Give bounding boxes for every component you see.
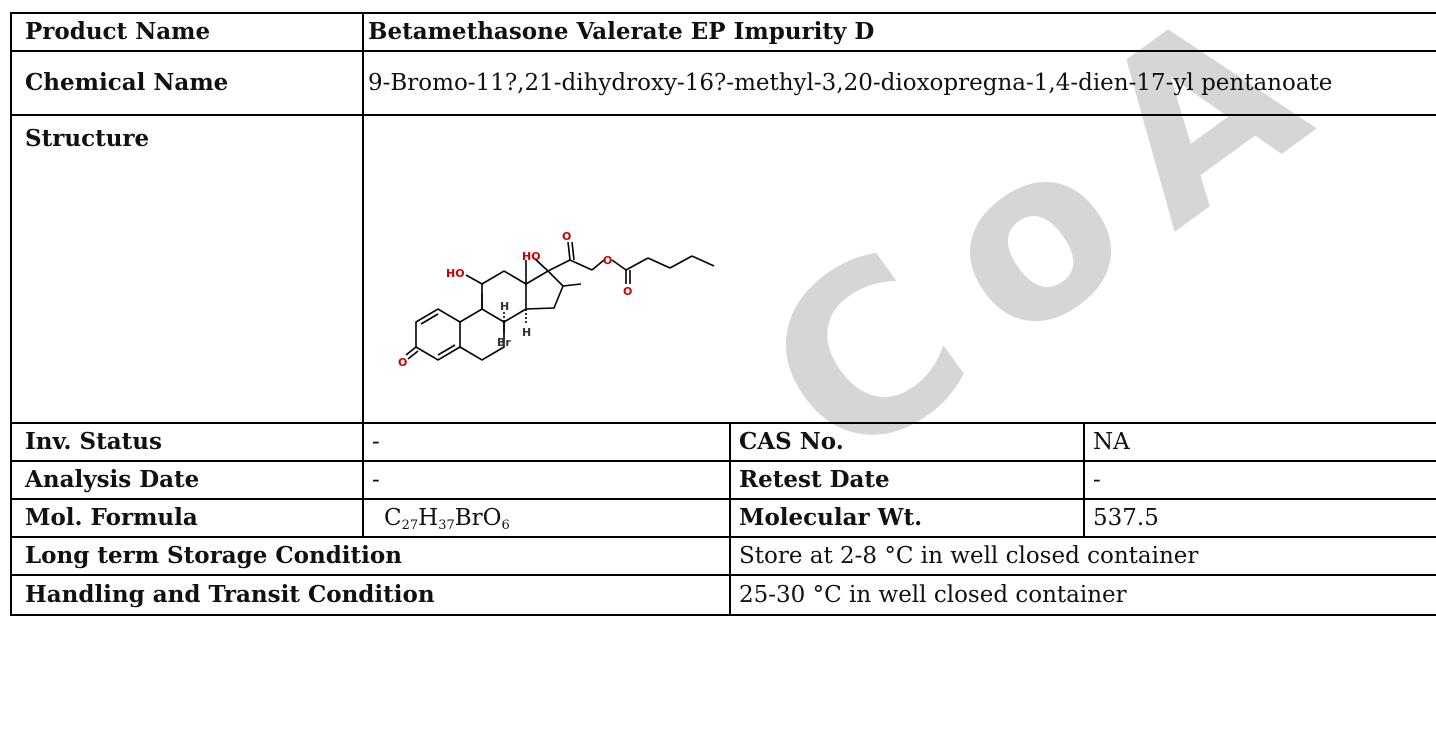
formula-o-count: 6 [501, 518, 510, 533]
structure-bonds [405, 241, 715, 361]
atom-label-ho-11: HO [446, 267, 465, 280]
row-chemical-name: Chemical Name 9-Bromo-11?,21-dihydroxy-1… [10, 50, 1436, 116]
row-structure: Structure [10, 114, 1436, 424]
handling-transit-value: 25-30 °C in well closed container [729, 574, 1436, 616]
formula-bro: BrO [454, 505, 502, 531]
product-info-table: Product Name Betamethasone Valerate EP I… [10, 12, 1436, 616]
atom-label-h-8: H [500, 300, 509, 313]
molecular-wt-value: 537.5 [1083, 498, 1436, 538]
atom-label-o-ester: O [603, 254, 612, 267]
row-product-name: Product Name Betamethasone Valerate EP I… [10, 12, 1436, 52]
inv-status-value: - [362, 422, 731, 462]
formula-h: H [418, 505, 439, 531]
atom-label-o-20: O [562, 230, 571, 243]
atom-label-o-3: O [398, 356, 407, 369]
retest-date-value: - [1083, 460, 1436, 500]
analysis-date-label: Analysis Date [10, 460, 364, 500]
retest-date-label: Retest Date [729, 460, 1085, 500]
structure-label: Structure [10, 114, 364, 424]
mol-formula-value: C27H37BrO6 [362, 498, 731, 538]
handling-transit-label: Handling and Transit Condition [10, 574, 731, 616]
row-analysis-date: Analysis Date - Retest Date - [10, 460, 1436, 500]
mol-formula-label: Mol. Formula [10, 498, 364, 538]
molecular-wt-label: Molecular Wt. [729, 498, 1085, 538]
inv-status-label: Inv. Status [10, 422, 364, 462]
product-name-label: Product Name [10, 12, 364, 52]
formula-c: C [384, 505, 402, 531]
chemical-name-value: 9-Bromo-11?,21-dihydroxy-16?-methyl-3,20… [362, 50, 1436, 116]
chemical-structure-image: HO HO O O O O Br H H [398, 230, 715, 369]
atom-label-ho-17: HO [522, 250, 541, 263]
structure-cell: HO HO O O O O Br H H [362, 114, 1436, 424]
formula-c-count: 27 [401, 518, 419, 533]
row-inv-status: Inv. Status - CAS No. NA [10, 422, 1436, 462]
row-long-term-storage: Long term Storage Condition Store at 2-8… [10, 536, 1436, 576]
atom-label-br: Br [497, 336, 511, 349]
row-handling-transit: Handling and Transit Condition 25-30 °C … [10, 574, 1436, 616]
formula-h-count: 37 [438, 518, 455, 533]
row-mol-formula: Mol. Formula C27H37BrO6 Molecular Wt. 53… [10, 498, 1436, 538]
product-name-value: Betamethasone Valerate EP Impurity D [362, 12, 1436, 52]
cas-no-value: NA [1083, 422, 1436, 462]
chemical-name-label: Chemical Name [10, 50, 364, 116]
long-term-storage-label: Long term Storage Condition [10, 536, 731, 576]
long-term-storage-value: Store at 2-8 °C in well closed container [729, 536, 1436, 576]
atom-label-h-14: H [522, 326, 531, 339]
atom-label-o-carbonyl: O [623, 285, 632, 298]
analysis-date-value: - [362, 460, 731, 500]
cas-no-label: CAS No. [729, 422, 1085, 462]
